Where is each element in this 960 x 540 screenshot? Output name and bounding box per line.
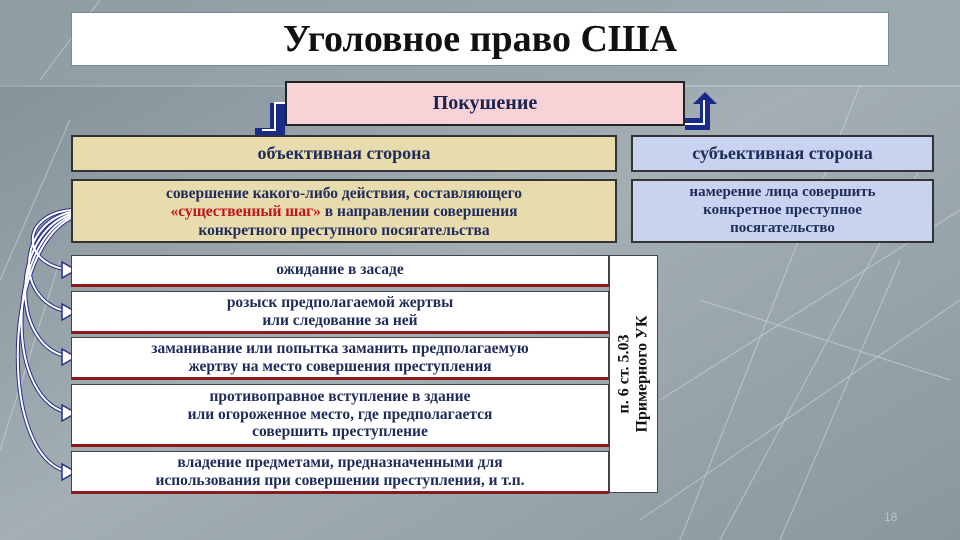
subjective-heading: субъективная сторона	[631, 135, 934, 172]
item-line: противоправное вступление в здание	[209, 387, 471, 405]
item-ambush: ожидание в засаде	[71, 255, 609, 287]
model-penal-code-note: п. 6 ст. 5.03 Примерного УК	[609, 255, 658, 493]
item-search-victim: розыск предполагаемой жертвы или следова…	[71, 291, 609, 334]
note-line2: Примерного УК	[633, 315, 651, 433]
item-line: владение предметами, предназначенными дл…	[177, 453, 503, 471]
item-line: использования при совершении преступлени…	[155, 471, 525, 489]
item-lure-victim: заманивание или попытка заманить предпол…	[71, 337, 609, 380]
item-line: или следование за ней	[262, 311, 418, 329]
item-line: или огороженное место, где предполагаетс…	[187, 405, 493, 423]
objective-desc-line3: конкретного преступного посягательства	[198, 221, 490, 239]
item-line: заманивание или попытка заманить предпол…	[151, 339, 529, 357]
objective-heading: объективная сторона	[71, 135, 617, 172]
substantial-step-highlight: «существенный шаг»	[170, 203, 321, 221]
note-line1: п. 6 ст. 5.03	[615, 334, 633, 414]
item-line: совершить преступление	[252, 423, 428, 441]
page-title: Уголовное право США	[71, 12, 889, 66]
subjective-desc-line2: конкретное преступное	[703, 202, 862, 219]
objective-desc-line2: «существенный шаг» в направлении соверше…	[83, 203, 605, 221]
objective-desc-line2-rest: в направлении совершения	[320, 203, 518, 221]
item-unlawful-entry: противоправное вступление в здание или о…	[71, 384, 609, 447]
model-penal-code-text: п. 6 ст. 5.03 Примерного УК	[615, 316, 652, 433]
subjective-desc-line3: посягательство	[730, 219, 835, 236]
item-line: розыск предполагаемой жертвы	[226, 293, 454, 311]
objective-description: совершение какого-либо действия, составл…	[71, 179, 617, 243]
item-line: ожидание в засаде	[276, 261, 404, 279]
attempt-box: Покушение	[285, 81, 685, 126]
objective-desc-line1: совершение какого-либо действия, составл…	[165, 185, 523, 202]
subjective-description: намерение лица совершить конкретное прес…	[631, 179, 934, 243]
page-number: 18	[884, 510, 898, 524]
item-possession: владение предметами, предназначенными дл…	[71, 451, 609, 494]
item-line: жертву на место совершения преступления	[188, 357, 492, 375]
subjective-desc-line1: намерение лица совершить	[689, 184, 876, 201]
